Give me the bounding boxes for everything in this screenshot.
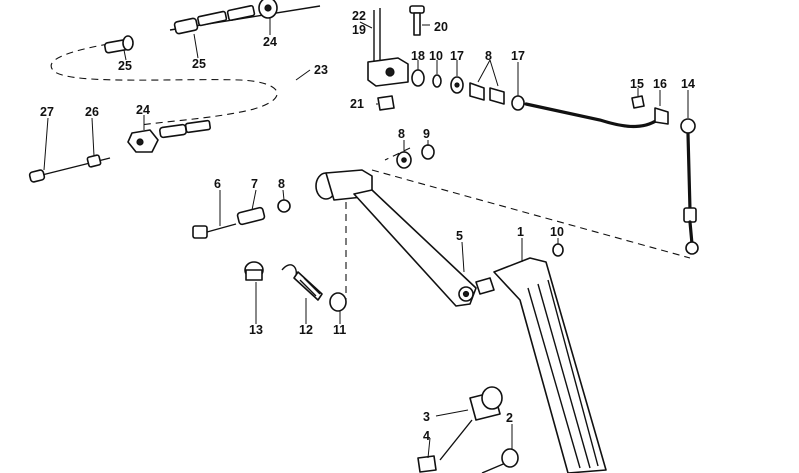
label-10-right: 10 <box>550 225 564 239</box>
label-8-mid: 8 <box>398 127 405 141</box>
push-rod <box>680 118 699 255</box>
label-26: 26 <box>85 105 99 119</box>
label-20: 20 <box>434 20 448 34</box>
adjusting-sleeve <box>127 119 211 153</box>
pivot-bolt-assembly <box>192 199 291 239</box>
pedal-stop <box>417 386 503 473</box>
label-4: 4 <box>423 429 430 443</box>
label-18: 18 <box>411 49 425 63</box>
part-labels: 22 19 20 18 10 17 8 17 15 16 14 24 25 25… <box>40 9 695 443</box>
spring-cap <box>244 261 264 281</box>
assembly-dashed-axes <box>345 147 691 300</box>
cable-adjuster-top <box>173 0 278 35</box>
label-27: 27 <box>40 105 54 119</box>
cable-ferrule-left <box>104 35 134 54</box>
label-9: 9 <box>423 127 430 141</box>
label-25-right: 25 <box>192 57 206 71</box>
label-7: 7 <box>251 177 258 191</box>
label-24-top: 24 <box>263 35 277 49</box>
lever-bushings <box>396 144 435 169</box>
label-12: 12 <box>299 323 313 337</box>
leader-lines <box>43 18 689 459</box>
label-15: 15 <box>630 77 644 91</box>
bushing-washer-stack <box>411 69 525 111</box>
label-8-top: 8 <box>485 49 492 63</box>
label-13: 13 <box>249 323 263 337</box>
pedal-bracket-upper <box>367 5 425 111</box>
spring-bushing <box>329 292 347 312</box>
label-23: 23 <box>314 63 328 77</box>
right-clip <box>552 243 564 257</box>
label-19: 19 <box>352 23 366 37</box>
label-24-left: 24 <box>136 103 150 117</box>
label-6: 6 <box>214 177 221 191</box>
label-8-left: 8 <box>278 177 285 191</box>
return-spring <box>281 264 323 301</box>
mounting-bolt <box>481 448 519 473</box>
label-17-left: 17 <box>450 49 464 63</box>
label-3: 3 <box>423 410 430 424</box>
label-17-right: 17 <box>511 49 525 63</box>
accelerator-pedal-plate <box>493 257 607 473</box>
cable-end-pin <box>28 154 111 183</box>
label-16: 16 <box>653 77 667 91</box>
throttle-shaft <box>524 95 669 129</box>
label-10-top: 10 <box>429 49 443 63</box>
label-25-left: 25 <box>118 59 132 73</box>
label-2: 2 <box>506 411 513 425</box>
label-5: 5 <box>456 229 463 243</box>
label-1: 1 <box>517 225 524 239</box>
label-22: 22 <box>352 9 366 23</box>
pedal-lever <box>315 169 495 307</box>
label-11: 11 <box>333 323 346 337</box>
label-21: 21 <box>350 97 364 111</box>
label-14: 14 <box>681 77 695 91</box>
